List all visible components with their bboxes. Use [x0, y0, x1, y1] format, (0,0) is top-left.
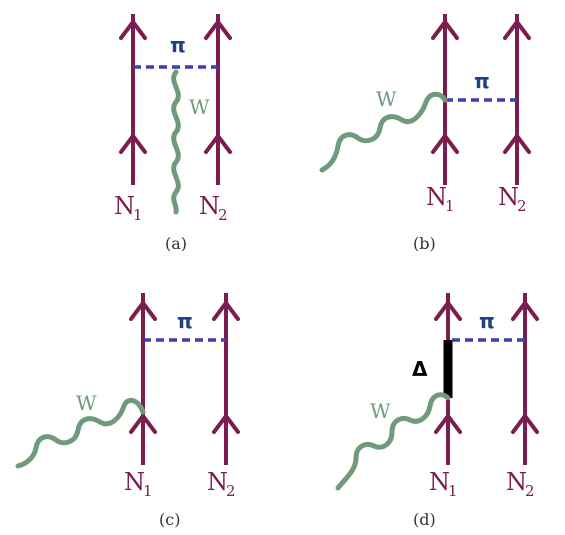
- arrow-up-icon: [119, 134, 147, 154]
- arrow-up-icon: [212, 414, 240, 434]
- nucleon-1-subscript: 1: [445, 197, 455, 215]
- pion-label: π: [170, 33, 186, 57]
- w-boson-label: W: [376, 87, 397, 111]
- arrow-up-icon: [434, 414, 462, 434]
- nucleon-2-label: N: [506, 468, 527, 496]
- diagram-c: π W N 1 N 2 (c): [15, 293, 240, 529]
- nucleon-1-label: N: [114, 192, 135, 220]
- nucleon-2-subscript: 2: [517, 197, 527, 215]
- nucleon-1-subscript: 1: [143, 482, 153, 500]
- w-boson-label: W: [370, 399, 391, 423]
- arrow-up-icon: [129, 301, 157, 321]
- arrow-up-icon: [503, 20, 531, 40]
- arrow-up-icon: [434, 301, 462, 321]
- nucleon-1-label: N: [429, 468, 450, 496]
- caption-c: (c): [159, 510, 180, 529]
- nucleon-1-label: N: [124, 468, 145, 496]
- nucleon-2-subscript: 2: [218, 206, 228, 224]
- arrow-up-icon: [511, 301, 539, 321]
- w-boson-label: W: [189, 95, 210, 119]
- diagram-b: π W N 1 N 2 (b): [319, 14, 531, 253]
- w-boson-wavy-line: [171, 69, 181, 215]
- caption-a: (a): [165, 234, 187, 253]
- arrow-up-icon: [511, 414, 539, 434]
- arrow-up-icon: [431, 134, 459, 154]
- pion-label: π: [177, 309, 193, 333]
- pion-label: π: [474, 69, 490, 93]
- arrow-up-icon: [204, 20, 232, 40]
- arrow-up-icon: [204, 134, 232, 154]
- nucleon-2-subscript: 2: [525, 482, 535, 500]
- w-boson-wavy-line: [15, 397, 146, 469]
- nucleon-1-subscript: 1: [448, 482, 458, 500]
- caption-d: (d): [413, 510, 436, 529]
- nucleon-1-subscript: 1: [133, 206, 143, 224]
- diagram-d: π Δ W N 1 N 2 (d): [335, 293, 539, 529]
- nucleon-2-subscript: 2: [226, 482, 236, 500]
- pion-label: π: [479, 309, 495, 333]
- w-boson-label: W: [76, 391, 97, 415]
- nucleon-2-label: N: [207, 468, 228, 496]
- delta-label: Δ: [412, 357, 428, 381]
- w-boson-wavy-line: [335, 392, 451, 491]
- arrow-up-icon: [119, 20, 147, 40]
- arrow-up-icon: [431, 20, 459, 40]
- arrow-up-icon: [503, 134, 531, 154]
- arrow-up-icon: [212, 301, 240, 321]
- diagram-a: π W N 1 N 2 (a): [114, 14, 232, 253]
- nucleon-2-label: N: [199, 192, 220, 220]
- nucleon-1-label: N: [426, 183, 447, 211]
- arrow-up-icon: [129, 414, 157, 434]
- nucleon-2-label: N: [498, 183, 519, 211]
- caption-b: (b): [413, 234, 436, 253]
- w-boson-wavy-line: [319, 91, 448, 173]
